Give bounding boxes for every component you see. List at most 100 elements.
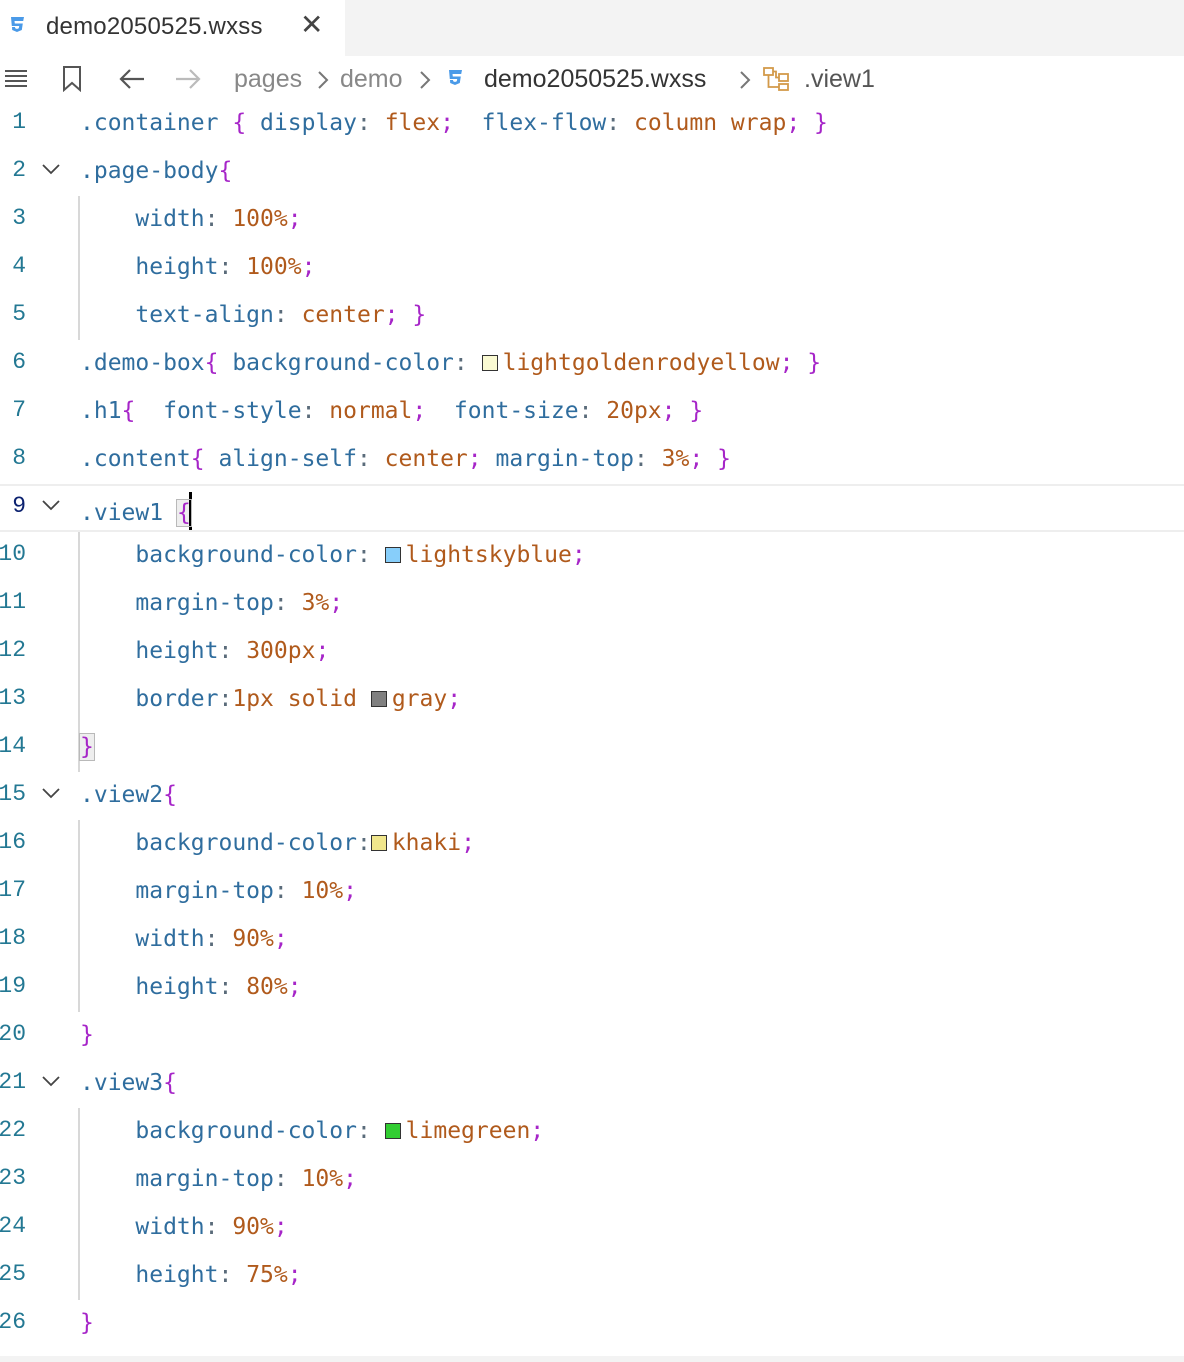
breadcrumb-folder-pages[interactable]: pages [234, 65, 303, 93]
code-token: ; [287, 206, 302, 232]
code-line[interactable]: 22 background-color: limegreen; [0, 1108, 1184, 1156]
css3-icon [449, 70, 462, 85]
code-token: : [218, 638, 233, 664]
code-line[interactable]: 17 margin-top: 10%; [0, 868, 1184, 916]
code-token: ; [287, 974, 302, 1000]
code-text[interactable]: height: 300px; [80, 636, 329, 666]
code-text[interactable]: width: 90%; [80, 924, 288, 954]
code-token: 20px [592, 398, 662, 424]
code-line[interactable]: 21.view3{ [0, 1060, 1184, 1108]
code-token: 75% [232, 1262, 288, 1288]
code-token: 90% [218, 1214, 274, 1240]
bookmark-icon[interactable] [62, 66, 82, 92]
code-line[interactable]: 4 height: 100%; [0, 244, 1184, 292]
code-token: ; [273, 926, 288, 952]
code-line[interactable]: 7.h1{ font-style: normal; font-size: 20p… [0, 388, 1184, 436]
breadcrumb-file[interactable]: demo2050525.wxss [484, 65, 707, 93]
color-swatch-gray[interactable] [370, 691, 387, 707]
code-line[interactable]: 10 background-color: lightskyblue; [0, 532, 1184, 580]
code-line[interactable]: 12 height: 300px; [0, 628, 1184, 676]
code-line[interactable]: 24 width: 90%; [0, 1204, 1184, 1252]
code-line[interactable]: 16 background-color:khaki; [0, 820, 1184, 868]
code-text[interactable]: margin-top: 3%; [80, 588, 343, 618]
code-text[interactable]: width: 100%; [80, 204, 302, 234]
code-line[interactable]: 6.demo-box{ background-color: lightgolde… [0, 340, 1184, 388]
code-line[interactable]: 1.container { display: flex; flex-flow: … [0, 100, 1184, 148]
code-text[interactable]: height: 80%; [80, 972, 302, 1002]
code-text[interactable]: .view3{ [80, 1068, 177, 1098]
color-swatch-limegreen[interactable] [384, 1123, 401, 1139]
code-token: } [793, 350, 822, 376]
breadcrumb-symbol[interactable]: .view1 [804, 65, 875, 93]
code-text[interactable]: background-color: lightskyblue; [80, 540, 585, 570]
code-token: height [80, 1262, 219, 1288]
code-token: : [218, 1262, 233, 1288]
code-line[interactable]: 23 margin-top: 10%; [0, 1156, 1184, 1204]
tab-close-icon[interactable]: ✕ [300, 9, 324, 40]
code-line[interactable]: 3 width: 100%; [0, 196, 1184, 244]
code-token: font-size [426, 398, 579, 424]
breadcrumb-folder-demo[interactable]: demo [340, 65, 403, 93]
code-token: { [121, 398, 136, 424]
code-line[interactable]: 11 margin-top: 3%; [0, 580, 1184, 628]
fold-chevron-down-icon[interactable] [40, 162, 62, 176]
horizontal-scrollbar[interactable] [0, 1356, 1184, 1362]
menu-icon[interactable] [4, 68, 28, 88]
code-token: .view3 [80, 1070, 164, 1096]
code-text[interactable]: } [79, 732, 95, 762]
code-text[interactable]: background-color: limegreen; [80, 1116, 544, 1146]
editor-tab-active[interactable]: demo2050525.wxss ✕ [0, 0, 345, 56]
code-line[interactable]: 8.content{ align-self: center; margin-to… [0, 436, 1184, 484]
code-text[interactable]: .h1{ font-style: normal; font-size: 20px… [80, 396, 703, 426]
code-line[interactable]: 14} [0, 724, 1184, 772]
code-token: ; [440, 110, 454, 136]
code-text[interactable]: border:1px solid gray; [80, 684, 461, 714]
code-token: 10% [287, 1166, 344, 1192]
forward-arrow-icon[interactable] [174, 68, 202, 90]
code-text[interactable]: margin-top: 10%; [80, 1164, 357, 1194]
code-line[interactable]: 25 height: 75%; [0, 1252, 1184, 1300]
code-line[interactable]: 18 width: 90%; [0, 916, 1184, 964]
code-text[interactable]: width: 90%; [80, 1212, 287, 1242]
fold-chevron-down-icon[interactable] [40, 1074, 62, 1088]
code-text[interactable]: height: 75%; [80, 1260, 301, 1290]
code-text[interactable]: .view1 { [80, 492, 192, 530]
code-line[interactable]: 9 .view1 { [0, 484, 1184, 532]
code-line[interactable]: 26} [0, 1300, 1184, 1348]
code-editor[interactable]: 1.container { display: flex; flex-flow: … [0, 100, 1184, 1356]
back-arrow-icon[interactable] [118, 68, 146, 90]
line-number: 22 [0, 1117, 26, 1143]
code-line[interactable]: 13 border:1px solid gray; [0, 676, 1184, 724]
text-cursor [188, 492, 192, 530]
indent-guide [78, 1108, 80, 1300]
code-text[interactable]: margin-top: 10%; [80, 876, 357, 906]
code-token: ; [343, 1166, 357, 1192]
fold-chevron-down-icon[interactable] [40, 786, 62, 800]
code-line[interactable]: 2.page-body{ [0, 148, 1184, 196]
code-token: : [273, 590, 288, 616]
fold-chevron-down-icon[interactable] [40, 498, 62, 512]
line-number: 9 [12, 493, 26, 519]
line-number: 10 [0, 541, 26, 567]
code-line[interactable]: 15.view2{ [0, 772, 1184, 820]
color-swatch-khaki[interactable] [370, 835, 387, 851]
code-text[interactable]: height: 100%; [80, 252, 315, 282]
code-text[interactable]: } [80, 1308, 94, 1338]
code-line[interactable]: 5 text-align: center; } [0, 292, 1184, 340]
color-swatch-lightskyblue[interactable] [384, 547, 401, 563]
code-text[interactable]: .content{ align-self: center; margin-top… [80, 444, 731, 474]
code-token: width [80, 1214, 205, 1240]
code-line[interactable]: 19 height: 80%; [0, 964, 1184, 1012]
code-line[interactable]: 20} [0, 1012, 1184, 1060]
code-text[interactable]: .container { display: flex; flex-flow: c… [80, 108, 828, 138]
code-text[interactable]: .page-body{ [80, 156, 232, 186]
code-token: background-color [80, 830, 357, 856]
code-text[interactable]: } [80, 1020, 94, 1050]
code-text[interactable]: .view2{ [80, 780, 177, 810]
code-token: : [356, 830, 371, 856]
code-token: ; [301, 254, 316, 280]
code-text[interactable]: background-color:khaki; [80, 828, 475, 858]
code-text[interactable]: text-align: center; } [80, 300, 426, 330]
code-text[interactable]: .demo-box{ background-color: lightgolden… [80, 348, 821, 378]
color-swatch-lightgoldenrodyellow[interactable] [481, 355, 498, 371]
